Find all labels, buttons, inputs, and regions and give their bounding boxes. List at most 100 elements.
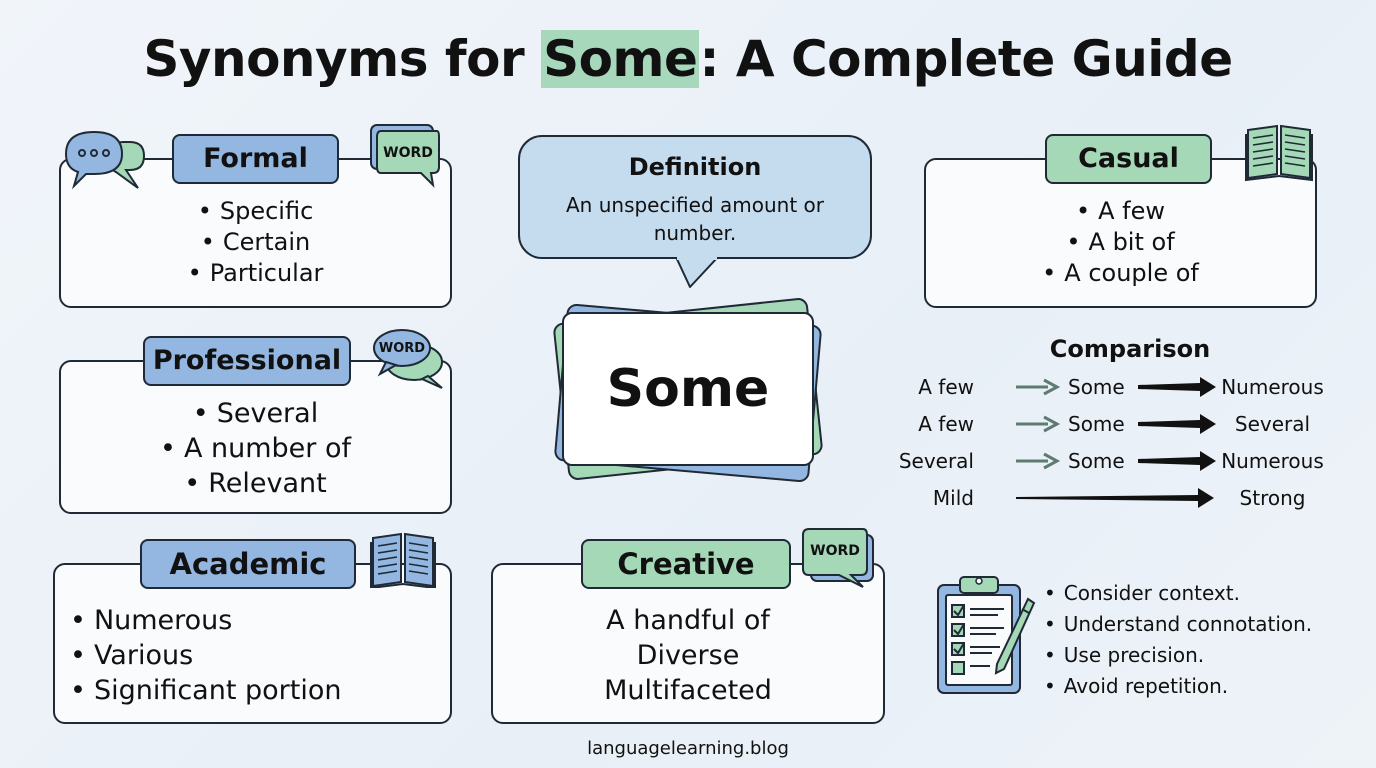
bullet: • (1044, 643, 1056, 667)
professional-item: A number of (183, 433, 351, 464)
comparison-from: Mild (932, 486, 974, 510)
list-item: •Specific (59, 196, 452, 227)
list-item: •A number of (59, 431, 452, 466)
comparison-row: A few Some Numerous (918, 373, 1340, 403)
bullet: • (1075, 197, 1091, 225)
formal-item: Certain (222, 228, 311, 256)
comparison-from: A few (918, 375, 974, 399)
list-item: Multifaceted (604, 675, 772, 706)
title-text-before: Synonyms for (143, 30, 542, 88)
list-item: • Consider context. (1044, 580, 1312, 611)
word-badge-icon: WORD (372, 326, 446, 392)
bullet: • (70, 675, 86, 706)
list-item: •A bit of (924, 227, 1317, 258)
comparison-row: Several Some Numerous (899, 447, 1340, 477)
list-item: • Understand connotation. (1044, 611, 1312, 642)
comparison-from: A few (918, 412, 974, 436)
definition-title: Definition (628, 153, 762, 181)
list-item: •Significant portion (70, 673, 342, 708)
list-item: •Certain (59, 227, 452, 258)
comparison-row: Mild Strong (920, 484, 1340, 514)
comparison-mid: Some (1068, 412, 1125, 436)
bullet: • (184, 468, 201, 499)
list-item: •A couple of (924, 258, 1317, 289)
professional-item: Several (216, 398, 319, 429)
open-book-icon (370, 532, 436, 588)
comparison-mid: Some (1068, 375, 1125, 399)
bullet: • (70, 605, 86, 636)
comparison-to: Strong (1239, 486, 1306, 510)
list-item: •Relevant (59, 466, 452, 501)
creative-card (491, 563, 885, 724)
bullet: • (187, 259, 202, 287)
casual-tab: Casual (1045, 134, 1212, 184)
bullet: • (1044, 581, 1056, 605)
tip-text: Consider context. (1063, 581, 1240, 605)
word-badge-icon: WORD (801, 527, 879, 593)
open-book-icon (1245, 124, 1313, 182)
academic-item: Numerous (93, 605, 233, 636)
list-item: •Numerous (70, 603, 342, 638)
list-item: •Several (59, 396, 452, 431)
academic-item: Various (93, 640, 194, 671)
list-item: • Use precision. (1044, 642, 1312, 673)
bullet: • (1066, 228, 1081, 256)
comparison-arrows (1016, 414, 1216, 434)
center-word-card: Some (562, 312, 814, 466)
bullet: • (1044, 674, 1056, 698)
formal-item: Specific (219, 197, 314, 225)
comparison-from: Several (898, 449, 974, 473)
word-badge-label: WORD (383, 145, 433, 161)
bullet: • (70, 640, 86, 671)
academic-item: Significant portion (93, 675, 342, 706)
definition-bubble-tail (675, 257, 719, 288)
word-badge-icon: WORD (369, 123, 443, 189)
casual-list: •A few •A bit of •A couple of (924, 196, 1317, 289)
list-item: •A few (924, 196, 1317, 227)
comparison-title: Comparison (1049, 335, 1211, 363)
definition-text: An unspecified amount or number. (566, 193, 824, 245)
creative-tab: Creative (581, 539, 791, 589)
comparison-to: Numerous (1221, 375, 1324, 399)
bullet: • (200, 228, 215, 256)
list-item: Diverse (636, 640, 740, 671)
bullet: • (160, 433, 176, 464)
formal-tab: Formal (172, 134, 339, 184)
comparison-arrows (1016, 488, 1214, 508)
professional-item: Relevant (208, 468, 327, 499)
academic-list: •Numerous •Various •Significant portion (70, 603, 342, 708)
bullet: • (1042, 259, 1057, 287)
formal-item: Particular (209, 259, 324, 287)
title-text-after: : A Complete Guide (699, 30, 1233, 88)
professional-tab: Professional (143, 336, 351, 386)
creative-list: A handful of Diverse Multifaceted (491, 603, 885, 708)
comparison-to: Numerous (1221, 449, 1324, 473)
comparison-arrows (1016, 377, 1216, 397)
comparison-to: Several (1234, 412, 1311, 436)
list-item: •Particular (59, 258, 452, 289)
word-badge-label: WORD (378, 341, 426, 356)
tip-text: Use precision. (1063, 643, 1205, 667)
casual-item: A few (1098, 197, 1166, 225)
page-title: Synonyms for Some: A Complete Guide (0, 30, 1376, 88)
bullet: • (1044, 612, 1056, 636)
casual-item: A couple of (1064, 259, 1199, 287)
title-highlight: Some (541, 30, 700, 88)
formal-list: •Specific •Certain •Particular (59, 196, 452, 289)
list-item: • Avoid repetition. (1044, 673, 1312, 704)
list-item: A handful of (606, 605, 770, 636)
professional-list: •Several •A number of •Relevant (59, 396, 452, 501)
bullet: • (192, 398, 209, 429)
list-item: •Various (70, 638, 342, 673)
comparison-row: A few Some Several (918, 410, 1340, 440)
footer-site: languagelearning.blog (587, 738, 789, 759)
casual-item: A bit of (1088, 228, 1175, 256)
definition-bubble: Definition An unspecified amount or numb… (518, 135, 872, 259)
clipboard-checklist-icon (937, 576, 1036, 694)
tip-text: Understand connotation. (1063, 612, 1313, 636)
comparison-arrows (1016, 451, 1216, 471)
tips-list: • Consider context. • Understand connotati… (1044, 580, 1312, 704)
tip-text: Avoid repetition. (1063, 674, 1229, 698)
comparison-mid: Some (1068, 449, 1125, 473)
chat-bubbles-icon (64, 130, 146, 190)
